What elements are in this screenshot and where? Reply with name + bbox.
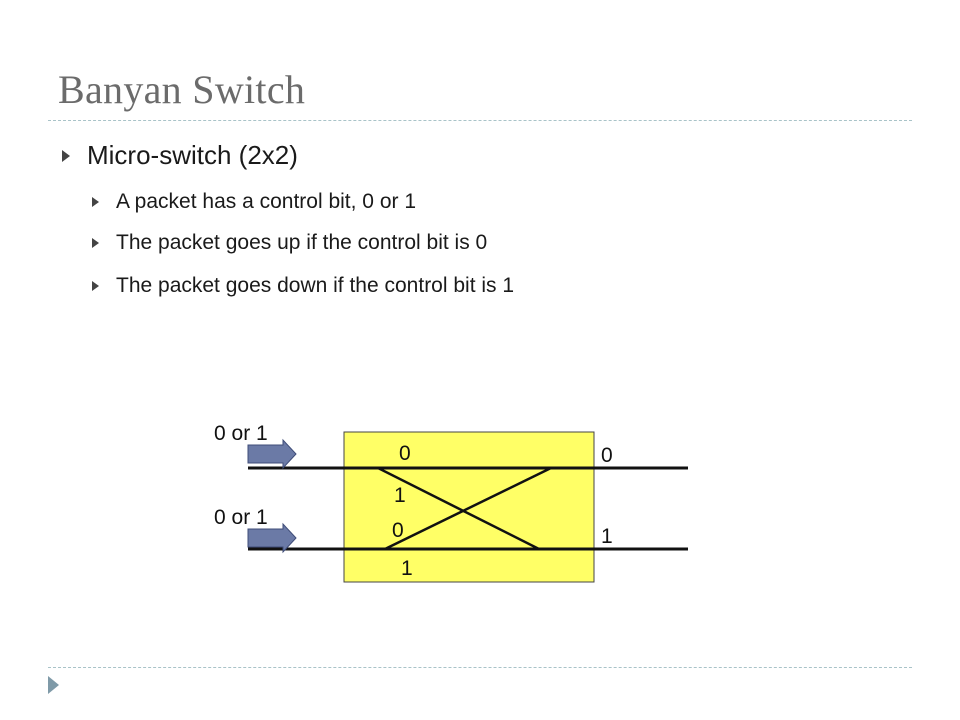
- input-arrow-icon: [247, 522, 297, 554]
- input-label-bottom: 0 or 1: [214, 506, 268, 529]
- bullet-text: The packet goes up if the control bit is…: [116, 231, 488, 254]
- bullet-text: Micro-switch (2x2): [87, 140, 298, 170]
- triangle-bullet-icon: [92, 238, 99, 248]
- inner-label-cross-1: 1: [394, 484, 406, 507]
- output-label-top: 0: [601, 444, 613, 467]
- title-divider: [48, 120, 912, 121]
- triangle-marker-icon: [48, 676, 59, 694]
- footer-divider: [48, 667, 912, 668]
- triangle-bullet-icon: [92, 281, 99, 291]
- triangle-bullet-icon: [92, 197, 99, 207]
- output-label-bottom: 1: [601, 525, 613, 548]
- inner-label-top-0: 0: [399, 442, 411, 465]
- bullet-level2: The packet goes up if the control bit is…: [92, 231, 487, 255]
- inner-label-cross-0: 0: [392, 519, 404, 542]
- triangle-bullet-icon: [62, 149, 70, 162]
- bullet-text: A packet has a control bit, 0 or 1: [116, 190, 417, 213]
- slide-title: Banyan Switch: [58, 67, 306, 112]
- bullet-level2: A packet has a control bit, 0 or 1: [92, 190, 416, 214]
- input-arrow-icon: [247, 438, 297, 470]
- bullet-level1: Micro-switch (2x2): [62, 140, 298, 171]
- input-label-top: 0 or 1: [214, 422, 268, 445]
- cross-down-line: [377, 466, 540, 551]
- bullet-text: The packet goes down if the control bit …: [116, 274, 515, 297]
- inner-label-bottom-1: 1: [401, 557, 413, 580]
- cross-up-line: [384, 466, 552, 551]
- bullet-level2: The packet goes down if the control bit …: [92, 274, 514, 298]
